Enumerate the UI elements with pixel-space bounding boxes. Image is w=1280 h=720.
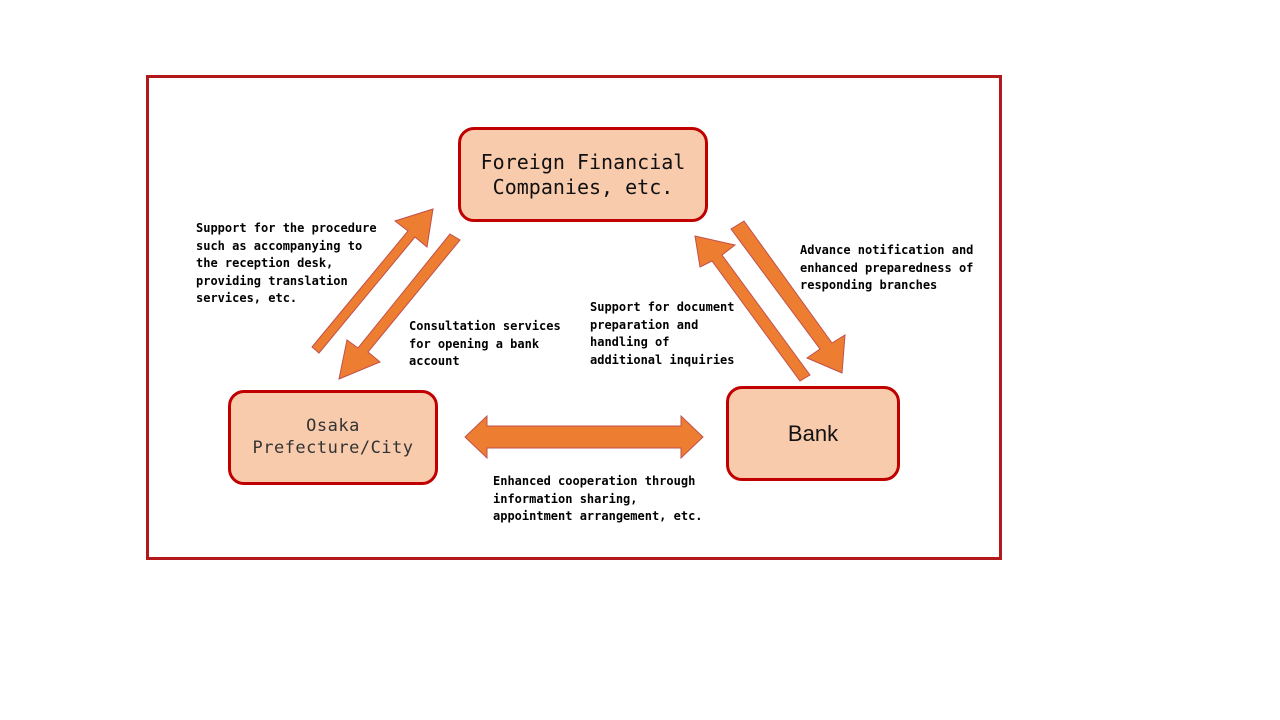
label-enhanced-cooperation: Enhanced cooperation through information… (493, 474, 703, 524)
node-foreign-line2: Companies, etc. (492, 174, 674, 199)
arrow-osaka-to-foreign (311, 208, 434, 354)
arrow-osaka-bank-bidirectional (464, 414, 704, 460)
arrow-foreign-to-bank (730, 220, 846, 374)
node-bank-label: Bank (787, 420, 839, 446)
label-support-procedure: Support for the procedure such as accomp… (196, 221, 377, 306)
arrow-bank-to-foreign (694, 235, 811, 382)
arrow-foreign-to-osaka (338, 233, 461, 380)
diagram-frame (146, 75, 1002, 560)
label-advance-notification: Advance notification and enhanced prepar… (800, 243, 974, 293)
label-consultation-services: Consultation services for opening a bank… (409, 319, 561, 369)
node-bank: Bank (726, 386, 900, 481)
node-osaka-prefecture-city: Osaka Prefecture/City (228, 390, 438, 485)
label-document-support: Support for document preparation and han… (590, 300, 735, 367)
node-osaka-line1: Osaka (306, 416, 360, 437)
node-foreign-line1: Foreign Financial (480, 149, 686, 174)
node-foreign-financial-companies: Foreign Financial Companies, etc. (458, 127, 708, 222)
node-osaka-line2: Prefecture/City (252, 437, 414, 458)
